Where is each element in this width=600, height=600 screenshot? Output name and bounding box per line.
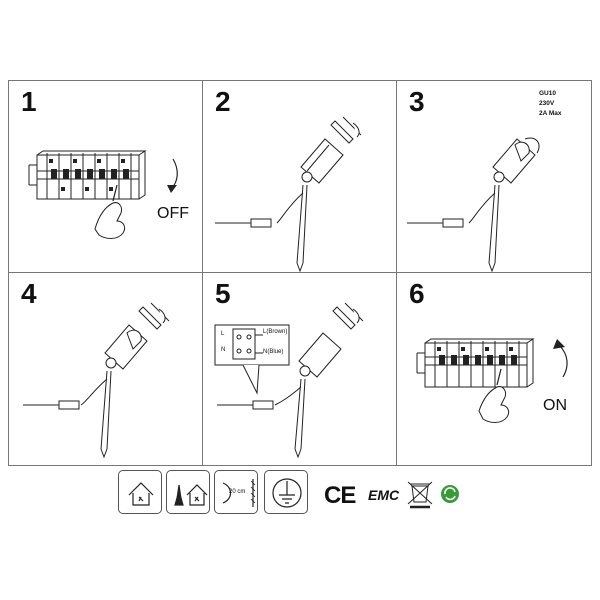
step-2-panel: 2 [202, 80, 398, 274]
step-number: 1 [21, 86, 37, 117]
step-5-panel: 5 L N L(Brown) N [202, 272, 398, 466]
breaker-switch-off-illustration [28, 150, 178, 239]
step-4-panel: 4 [8, 272, 204, 466]
min-distance-20cm-icon: 20 cm [214, 470, 258, 514]
step-number: 4 [21, 278, 37, 309]
on-label: ON [543, 397, 567, 414]
step-6-panel: 6 ON [396, 272, 592, 466]
live-wire-label: L(Brown) [263, 329, 288, 335]
wiring-connection-illustration [214, 302, 364, 459]
outdoor-tree-house-icon [166, 470, 210, 514]
breaker-switch-on-illustration [416, 338, 568, 423]
neutral-wire-label: N(Blue) [263, 349, 284, 355]
spec-lamp-type: GU10 [539, 90, 556, 97]
close-housing-illustration [23, 302, 170, 459]
spec-voltage: 230V [539, 100, 555, 107]
indoor-house-icon [118, 470, 162, 514]
insert-gu10-bulb-illustration [407, 137, 540, 273]
distance-label: 20 cm [229, 489, 246, 495]
off-label: OFF [157, 205, 189, 222]
lamp-spec-text: GU10 230V 2A Max [539, 89, 581, 119]
n-terminal-mark: N [221, 347, 226, 353]
ce-mark-icon: CE [324, 482, 356, 509]
step-number: 6 [409, 278, 425, 309]
l-terminal-mark: L [221, 331, 225, 337]
step-number: 3 [409, 86, 425, 117]
step-number: 5 [215, 278, 231, 309]
emc-mark-icon: EMC [368, 487, 400, 503]
step-number: 2 [215, 86, 231, 117]
class-i-earth-icon [264, 470, 308, 514]
spec-max-current: 2A Max [539, 110, 562, 117]
step-1-panel: 1 [8, 80, 204, 274]
spotlight-open-housing-illustration [215, 116, 362, 273]
